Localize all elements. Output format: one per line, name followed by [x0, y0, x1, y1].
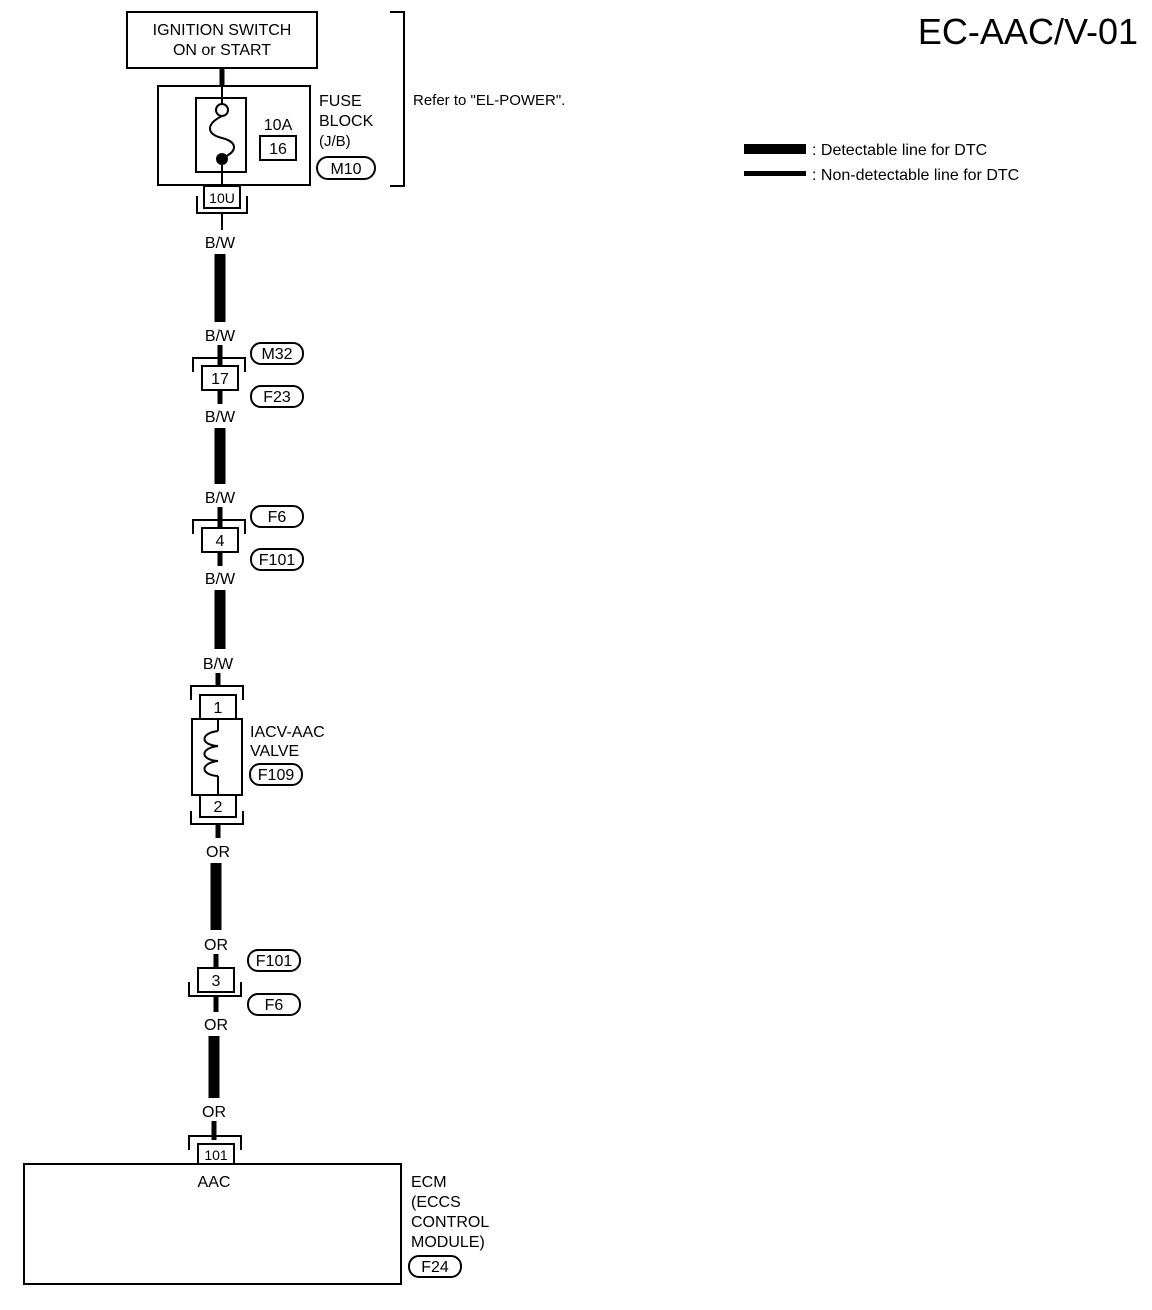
joint-4-terminal: 4	[216, 533, 225, 550]
joint-17-connector-upper-badge	[250, 342, 304, 365]
valve-label-1: IACV-AAC	[250, 724, 325, 741]
valve-terminal-out: 2	[214, 799, 223, 816]
wire-5-color-top: OR	[204, 1017, 228, 1034]
ignition-switch-line2: ON or START	[173, 42, 271, 59]
joint-17-terminal: 17	[211, 371, 229, 388]
joint-3-connector-lower: F6	[265, 997, 284, 1014]
ecm-connector: F24	[421, 1259, 449, 1276]
ecm-connector-badge	[408, 1255, 462, 1278]
joint-3-connector-upper: F101	[256, 953, 293, 970]
ecm: 101 AAC ECM (ECCS CONTROL MODULE) F24	[23, 1135, 489, 1285]
ecm-label-2: (ECCS	[411, 1194, 461, 1211]
joint-4-connector-lower: F101	[259, 552, 296, 569]
legend: : Detectable line for DTC : Non-detectab…	[744, 142, 1019, 184]
joint-4-connector-upper-badge	[250, 505, 304, 528]
terminal-10u: 10U	[196, 185, 248, 214]
valve-housing-top	[190, 685, 244, 700]
wire-2-color-bottom: B/W	[205, 490, 236, 507]
fuse-block-label-2: BLOCK	[319, 113, 374, 130]
iacv-aac-valve: 1 2 IACV-AAC VALVE F109	[190, 685, 325, 825]
wire-2-color-top: B/W	[205, 409, 236, 426]
valve-connector-badge	[249, 763, 303, 786]
ignition-switch-box	[126, 11, 318, 69]
diagram-title: EC-AAC/V-01	[918, 11, 1138, 52]
legend-non-detectable-text: : Non-detectable line for DTC	[812, 167, 1019, 184]
ecm-label-1: ECM	[411, 1174, 447, 1191]
joint-17-connector-upper: M32	[261, 346, 292, 363]
valve-coil-icon	[203, 730, 219, 777]
wire-3-color-top: B/W	[205, 571, 236, 588]
valve-terminal-out-box	[199, 794, 237, 818]
terminal-10u-box	[203, 185, 241, 209]
wire-3-color-bottom: B/W	[203, 656, 234, 673]
fuse-block: 10A 16 FUSE BLOCK (J/B) M10	[157, 85, 376, 186]
joint-4-housing	[192, 519, 246, 534]
joint-17-connector-lower-badge	[250, 385, 304, 408]
refer-note: Refer to "EL-POWER".	[413, 92, 565, 109]
valve-terminal-in: 1	[214, 700, 223, 717]
joint-3-terminal: 3	[212, 973, 221, 990]
legend-thin-line-swatch	[744, 171, 806, 176]
valve-connector: F109	[258, 767, 295, 784]
wire-5-color-bottom: OR	[202, 1104, 226, 1121]
fuse-amperage: 10A	[264, 117, 293, 134]
ignition-switch-line1: IGNITION SWITCH	[153, 22, 292, 39]
fuse-block-connector: M10	[330, 161, 361, 178]
ecm-pin-label: AAC	[198, 1174, 231, 1191]
ecm-connector-housing	[188, 1135, 242, 1150]
ecm-label-3: CONTROL	[411, 1214, 489, 1231]
wire-1-color-bottom: B/W	[205, 328, 236, 345]
legend-detectable-text: : Detectable line for DTC	[812, 142, 987, 159]
fuse-number: 16	[269, 141, 287, 158]
valve-label-2: VALVE	[250, 743, 299, 760]
ecm-box	[23, 1163, 402, 1285]
legend-thick-line-swatch	[744, 144, 806, 154]
terminal-10u-label: 10U	[209, 190, 235, 206]
joint-3-connector-upper-badge	[247, 949, 301, 972]
ignition-switch: IGNITION SWITCH ON or START	[126, 11, 318, 69]
joint-4-connector-lower-badge	[250, 548, 304, 571]
fuse-terminal-bottom	[216, 153, 228, 165]
fuse-block-label-3: (J/B)	[319, 133, 351, 150]
fuse-number-box	[259, 135, 297, 161]
fuse-block-connector-badge	[316, 156, 376, 180]
fuse-terminal-top	[215, 103, 229, 117]
valve-terminal-in-box	[199, 694, 237, 720]
joint-3-connector-lower-badge	[247, 993, 301, 1016]
joint-17-housing	[192, 357, 246, 372]
joint-connector-4: 4 F6 F101	[192, 505, 304, 571]
ecm-label-4: MODULE)	[411, 1234, 485, 1251]
fuse-block-label-1: FUSE	[319, 93, 362, 110]
refer-bracket	[390, 11, 405, 187]
ecm-terminal: 101	[204, 1147, 228, 1163]
wire-4-color-bottom: OR	[204, 937, 228, 954]
joint-connector-3: 3 F101 F6	[188, 949, 301, 1016]
joint-4-connector-upper: F6	[268, 509, 287, 526]
wire-1-color-top: B/W	[205, 235, 236, 252]
wire-4-color-top: OR	[206, 844, 230, 861]
fuse-element-icon	[209, 115, 235, 159]
joint-17-connector-lower: F23	[263, 389, 291, 406]
joint-connector-17: 17 M32 F23	[192, 342, 304, 408]
joint-3-box	[197, 967, 235, 993]
